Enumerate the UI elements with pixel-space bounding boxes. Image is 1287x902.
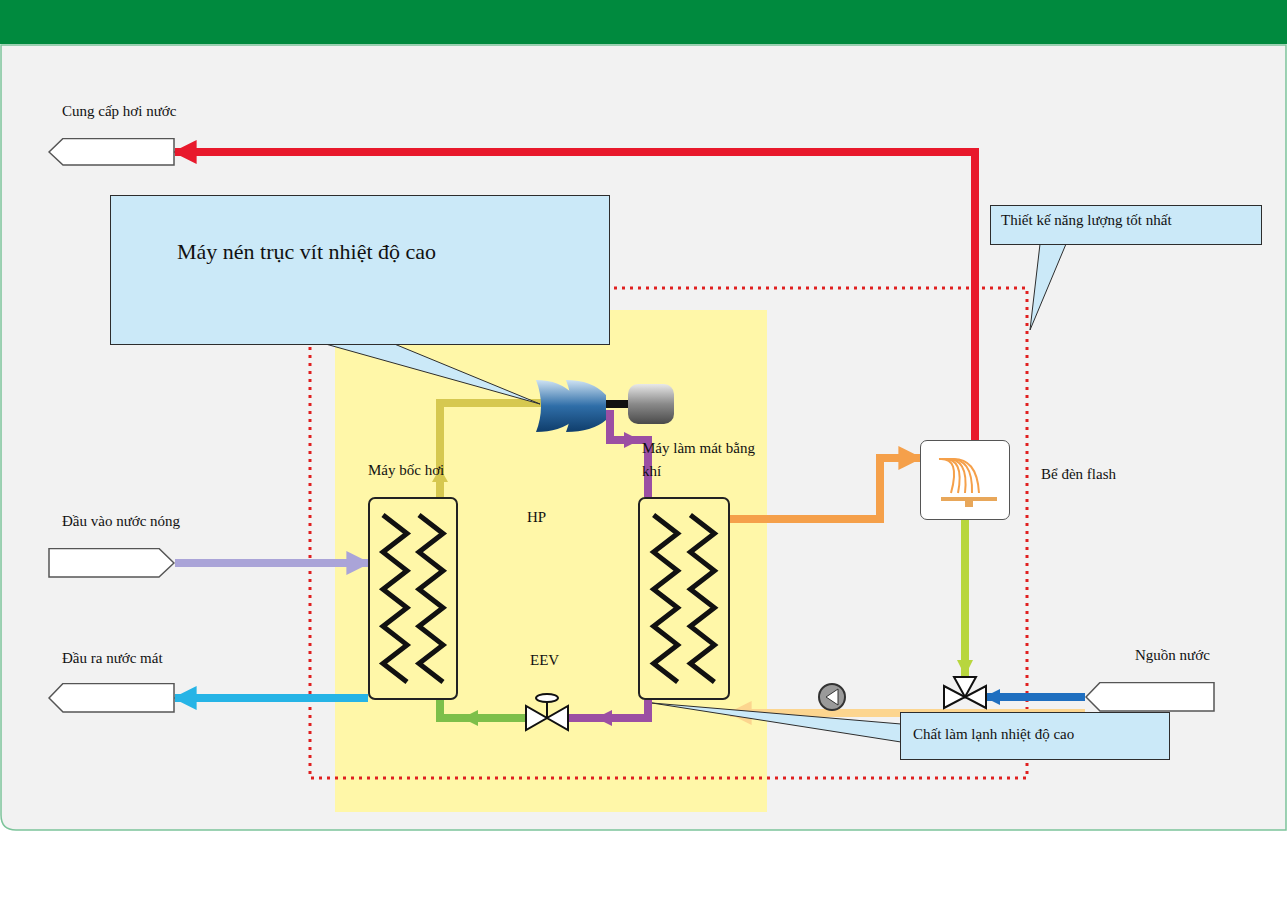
pipe-arrow: [596, 710, 612, 726]
pipe-arrow: [624, 432, 640, 448]
coil-windings: [383, 515, 714, 682]
coil-zigzag: [383, 515, 407, 682]
coil-zigzag: [654, 515, 678, 682]
component-label: Máy làm mát bằng khí: [642, 437, 762, 484]
terminal-outline: [1086, 683, 1214, 712]
expansion-valve: [526, 694, 568, 730]
suction-pipe: [440, 403, 548, 497]
terminal-outline: [49, 549, 174, 578]
callout-text: Chất làm lạnh nhiệt độ cao: [913, 725, 1161, 745]
heat-pump-region: [335, 310, 767, 812]
gas-cooler-box: Máy làm mát bằng khí: [638, 497, 730, 700]
energy-callout: Thiết kế năng lượng tốt nhất: [990, 205, 1262, 245]
header-bar: [0, 0, 1287, 44]
steam-terminal: Cung cấp hơi nước: [48, 138, 175, 166]
three-way-valve: [944, 677, 986, 708]
callout-tail: [1030, 244, 1066, 330]
coil-zigzag: [419, 515, 443, 682]
tray-stem: [965, 501, 973, 507]
spray-line: [939, 459, 954, 493]
terminal-outline: [49, 684, 174, 713]
expansion-pipe: [440, 700, 526, 718]
component-label: Đầu ra nước mát: [62, 647, 163, 670]
component-label: Máy bốc hơi: [368, 459, 444, 482]
pump-symbol: [819, 684, 845, 710]
spray-line: [951, 459, 979, 493]
component-label: Bể đèn flash: [1041, 463, 1116, 486]
region-label: HP: [527, 506, 546, 529]
refrigerant-callout: Chất làm lạnh nhiệt độ cao: [900, 712, 1170, 760]
pipe-arrow: [957, 660, 973, 676]
valve-label: EEV: [530, 652, 559, 669]
heat-pump-region: HPMáy bốc hơiMáy làm mát bằng khí: [335, 310, 767, 812]
panel-frame: [1, 45, 1286, 830]
evaporator-box: Máy bốc hơi: [368, 497, 458, 700]
spray-nozzle: [921, 441, 1011, 521]
screw-compressor: [536, 380, 674, 432]
pipe-connector: [730, 458, 920, 519]
component-label: Đầu vào nước nóng: [62, 510, 180, 533]
callout-text: Máy nén trục vít nhiệt độ cao: [177, 238, 549, 267]
spray-line: [945, 459, 966, 493]
pipe-connector: [175, 694, 368, 702]
pipe-connector: [175, 559, 368, 567]
coil-zigzag: [690, 515, 714, 682]
spray-line: [942, 459, 960, 493]
terminal-shape: [48, 683, 175, 713]
flash-tank: Bể đèn flash: [920, 440, 1010, 520]
tray: [941, 497, 997, 501]
inlet-terminal: Đầu vào nước nóng: [48, 548, 175, 578]
callout-text: Thiết kế năng lượng tốt nhất: [1001, 211, 1253, 231]
callout-tail: [652, 703, 901, 742]
component-label: Nguồn nước: [1135, 644, 1210, 667]
callout-tail: [322, 343, 540, 404]
terminal-shape: [48, 548, 175, 578]
pipe-arrow: [462, 710, 478, 726]
compressor-callout: Máy nén trục vít nhiệt độ cao: [110, 195, 610, 345]
terminal-shape: [48, 138, 175, 166]
terminal-outline: [49, 139, 174, 166]
water-terminal: Nguồn nước: [1085, 682, 1215, 712]
terminal-shape: [1085, 682, 1215, 712]
return-pipe: [961, 520, 969, 676]
dotted-boundary: [310, 288, 1027, 778]
outlet-terminal: Đầu ra nước mát: [48, 683, 175, 713]
component-label: Cung cấp hơi nước: [62, 100, 176, 123]
